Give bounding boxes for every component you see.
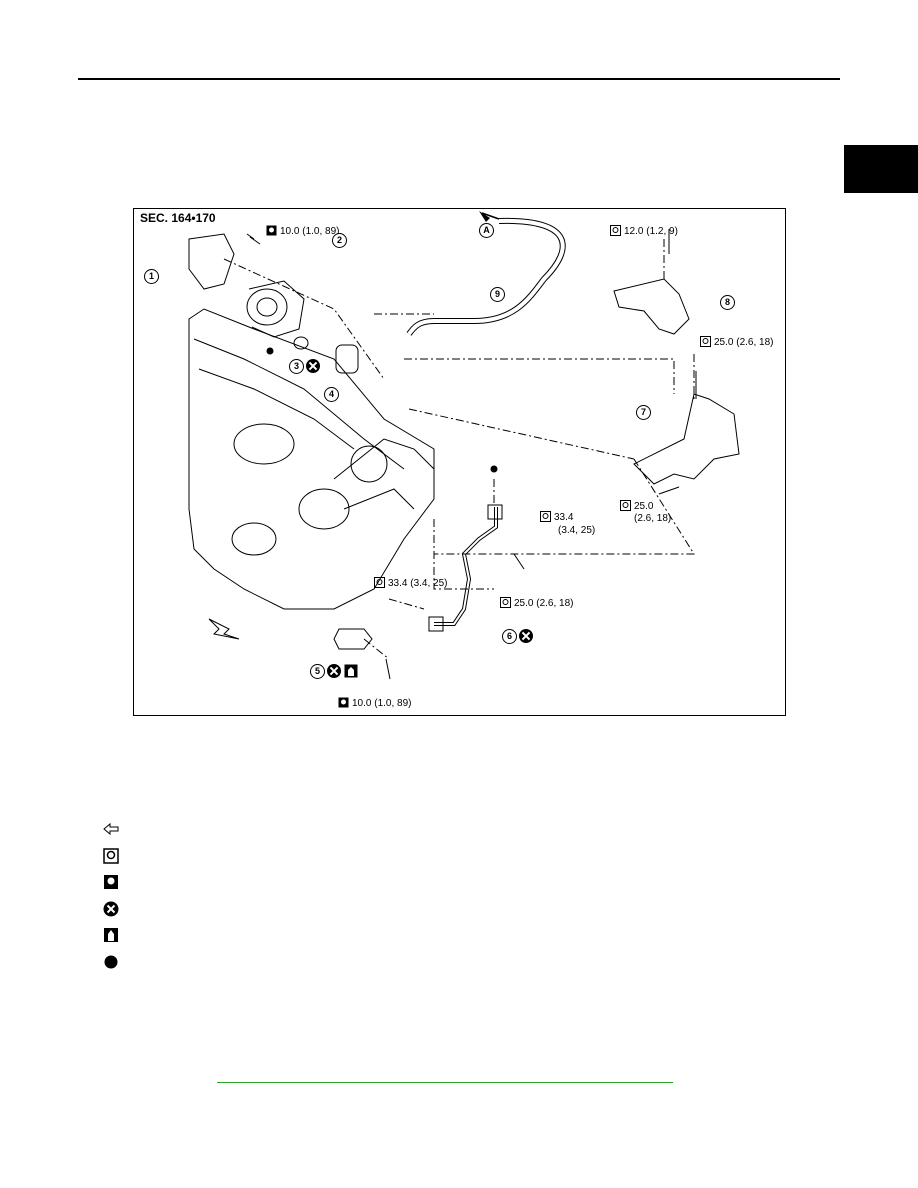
callout-5: 5 <box>310 664 325 679</box>
arrow-a-head <box>479 211 490 222</box>
callout-4: 4 <box>324 387 339 402</box>
black-dot-icon <box>104 955 118 969</box>
torque-wrench-icon <box>500 597 511 608</box>
callout-8: 8 <box>720 295 735 310</box>
section-tab[interactable] <box>844 145 918 193</box>
torque-wrench-icon <box>103 848 119 864</box>
footer-link-underline[interactable] <box>217 1082 673 1083</box>
torque-wrench-icon <box>374 577 385 588</box>
torque-spec-3: 25.0 (2.6, 18) <box>700 336 773 348</box>
torque-spec-6: 33.4 (3.4, 25) <box>374 577 447 589</box>
torque-spec-7: 25.0 (2.6, 18) <box>500 597 573 609</box>
callout-3: 3 <box>289 359 304 374</box>
callout-6: 6 <box>502 629 517 644</box>
front-arrow-icon <box>103 823 119 836</box>
torque-wrench-filled-icon <box>266 225 277 236</box>
torque-wrench-filled-icon <box>338 697 349 708</box>
section-label: SEC. 164•170 <box>140 211 216 225</box>
engine-illustration <box>188 211 740 680</box>
do-not-reuse-icon <box>327 664 341 678</box>
torque-spec-4: 25.0 <box>620 500 653 512</box>
exploded-view-figure: SEC. 164•170 10.0 (1.0, 89) 12.0 (1.2, 9… <box>133 208 786 716</box>
do-not-reuse-icon <box>306 359 320 373</box>
callout-9: 9 <box>490 287 505 302</box>
torque-wrench-filled-icon <box>104 875 118 890</box>
torque-spec-5: 33.4 <box>540 511 573 523</box>
torque-spec-5-values: (3.4, 25) <box>558 525 596 536</box>
sealant-icon <box>344 664 358 678</box>
callout-7: 7 <box>636 405 651 420</box>
torque-spec-1: 10.0 (1.0, 89) <box>266 225 339 237</box>
do-not-reuse-icon <box>519 629 533 643</box>
callout-a: A <box>479 223 494 238</box>
torque-wrench-icon <box>540 511 551 522</box>
torque-wrench-icon <box>700 336 711 347</box>
do-not-reuse-icon <box>103 901 119 917</box>
callout-1: 1 <box>144 269 159 284</box>
torque-wrench-icon <box>620 500 631 511</box>
torque-spec-4-values: (2.6, 18) <box>634 513 672 524</box>
callout-2: 2 <box>332 233 347 248</box>
symbol-legend <box>103 816 119 975</box>
torque-wrench-icon <box>610 225 621 236</box>
header-rule <box>78 78 840 80</box>
torque-spec-2: 12.0 (1.2, 9) <box>610 225 678 237</box>
sealant-icon <box>104 928 118 943</box>
torque-spec-8: 10.0 (1.0, 89) <box>338 697 411 709</box>
